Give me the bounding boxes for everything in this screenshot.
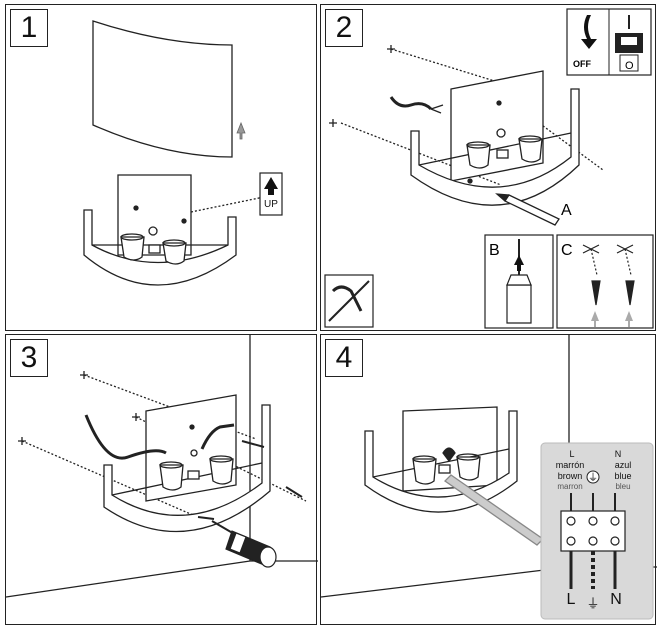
terminal-l-line1: marrón [555,460,585,470]
terminal-n-line3: bleu [615,482,631,491]
step-4-number: 4 [325,339,363,377]
terminal-n-line2: blue [614,471,632,481]
power-switch-icon [566,8,652,76]
off-label: OFF [573,59,591,69]
switch-off-symbol: O [625,60,634,72]
terminal-n-code: N [614,449,622,459]
bottom-l-label: L [566,591,576,608]
screwdriver-icon [211,520,277,568]
bottom-n-label: N [610,591,622,608]
anchor-icon [582,244,635,306]
terminal-l-code: L [569,449,575,459]
step-1-panel: 1 UP [5,4,317,331]
callout-c: C [561,242,573,259]
terminal-n-line1: azul [614,460,632,470]
step-2-panel: 2 [320,4,656,331]
step-4-illustration [321,335,657,620]
callout-b: B [489,242,500,259]
step-1-number: 1 [10,9,48,47]
no-wiring-icon [324,274,374,328]
step-4-panel: 4 [320,334,657,625]
terminal-l-line2: brown [557,471,583,481]
callout-a: A [561,202,572,219]
terminal-l-line3: marron [557,482,583,491]
step-2-illustration: A OFF O B [324,8,654,329]
step-3-panel: 3 [5,334,318,625]
up-label: UP [264,199,278,210]
step-2-number: 2 [325,9,363,47]
bottom-earth-label: ⏚ [586,596,600,611]
terminal-block-icon [560,493,626,589]
step-3-illustration [6,335,318,598]
step-1-illustration [83,20,283,286]
step-3-number: 3 [10,339,48,377]
arrow-up-icon [236,121,246,140]
terminal-earth-symbol: ⏚ [588,473,598,484]
